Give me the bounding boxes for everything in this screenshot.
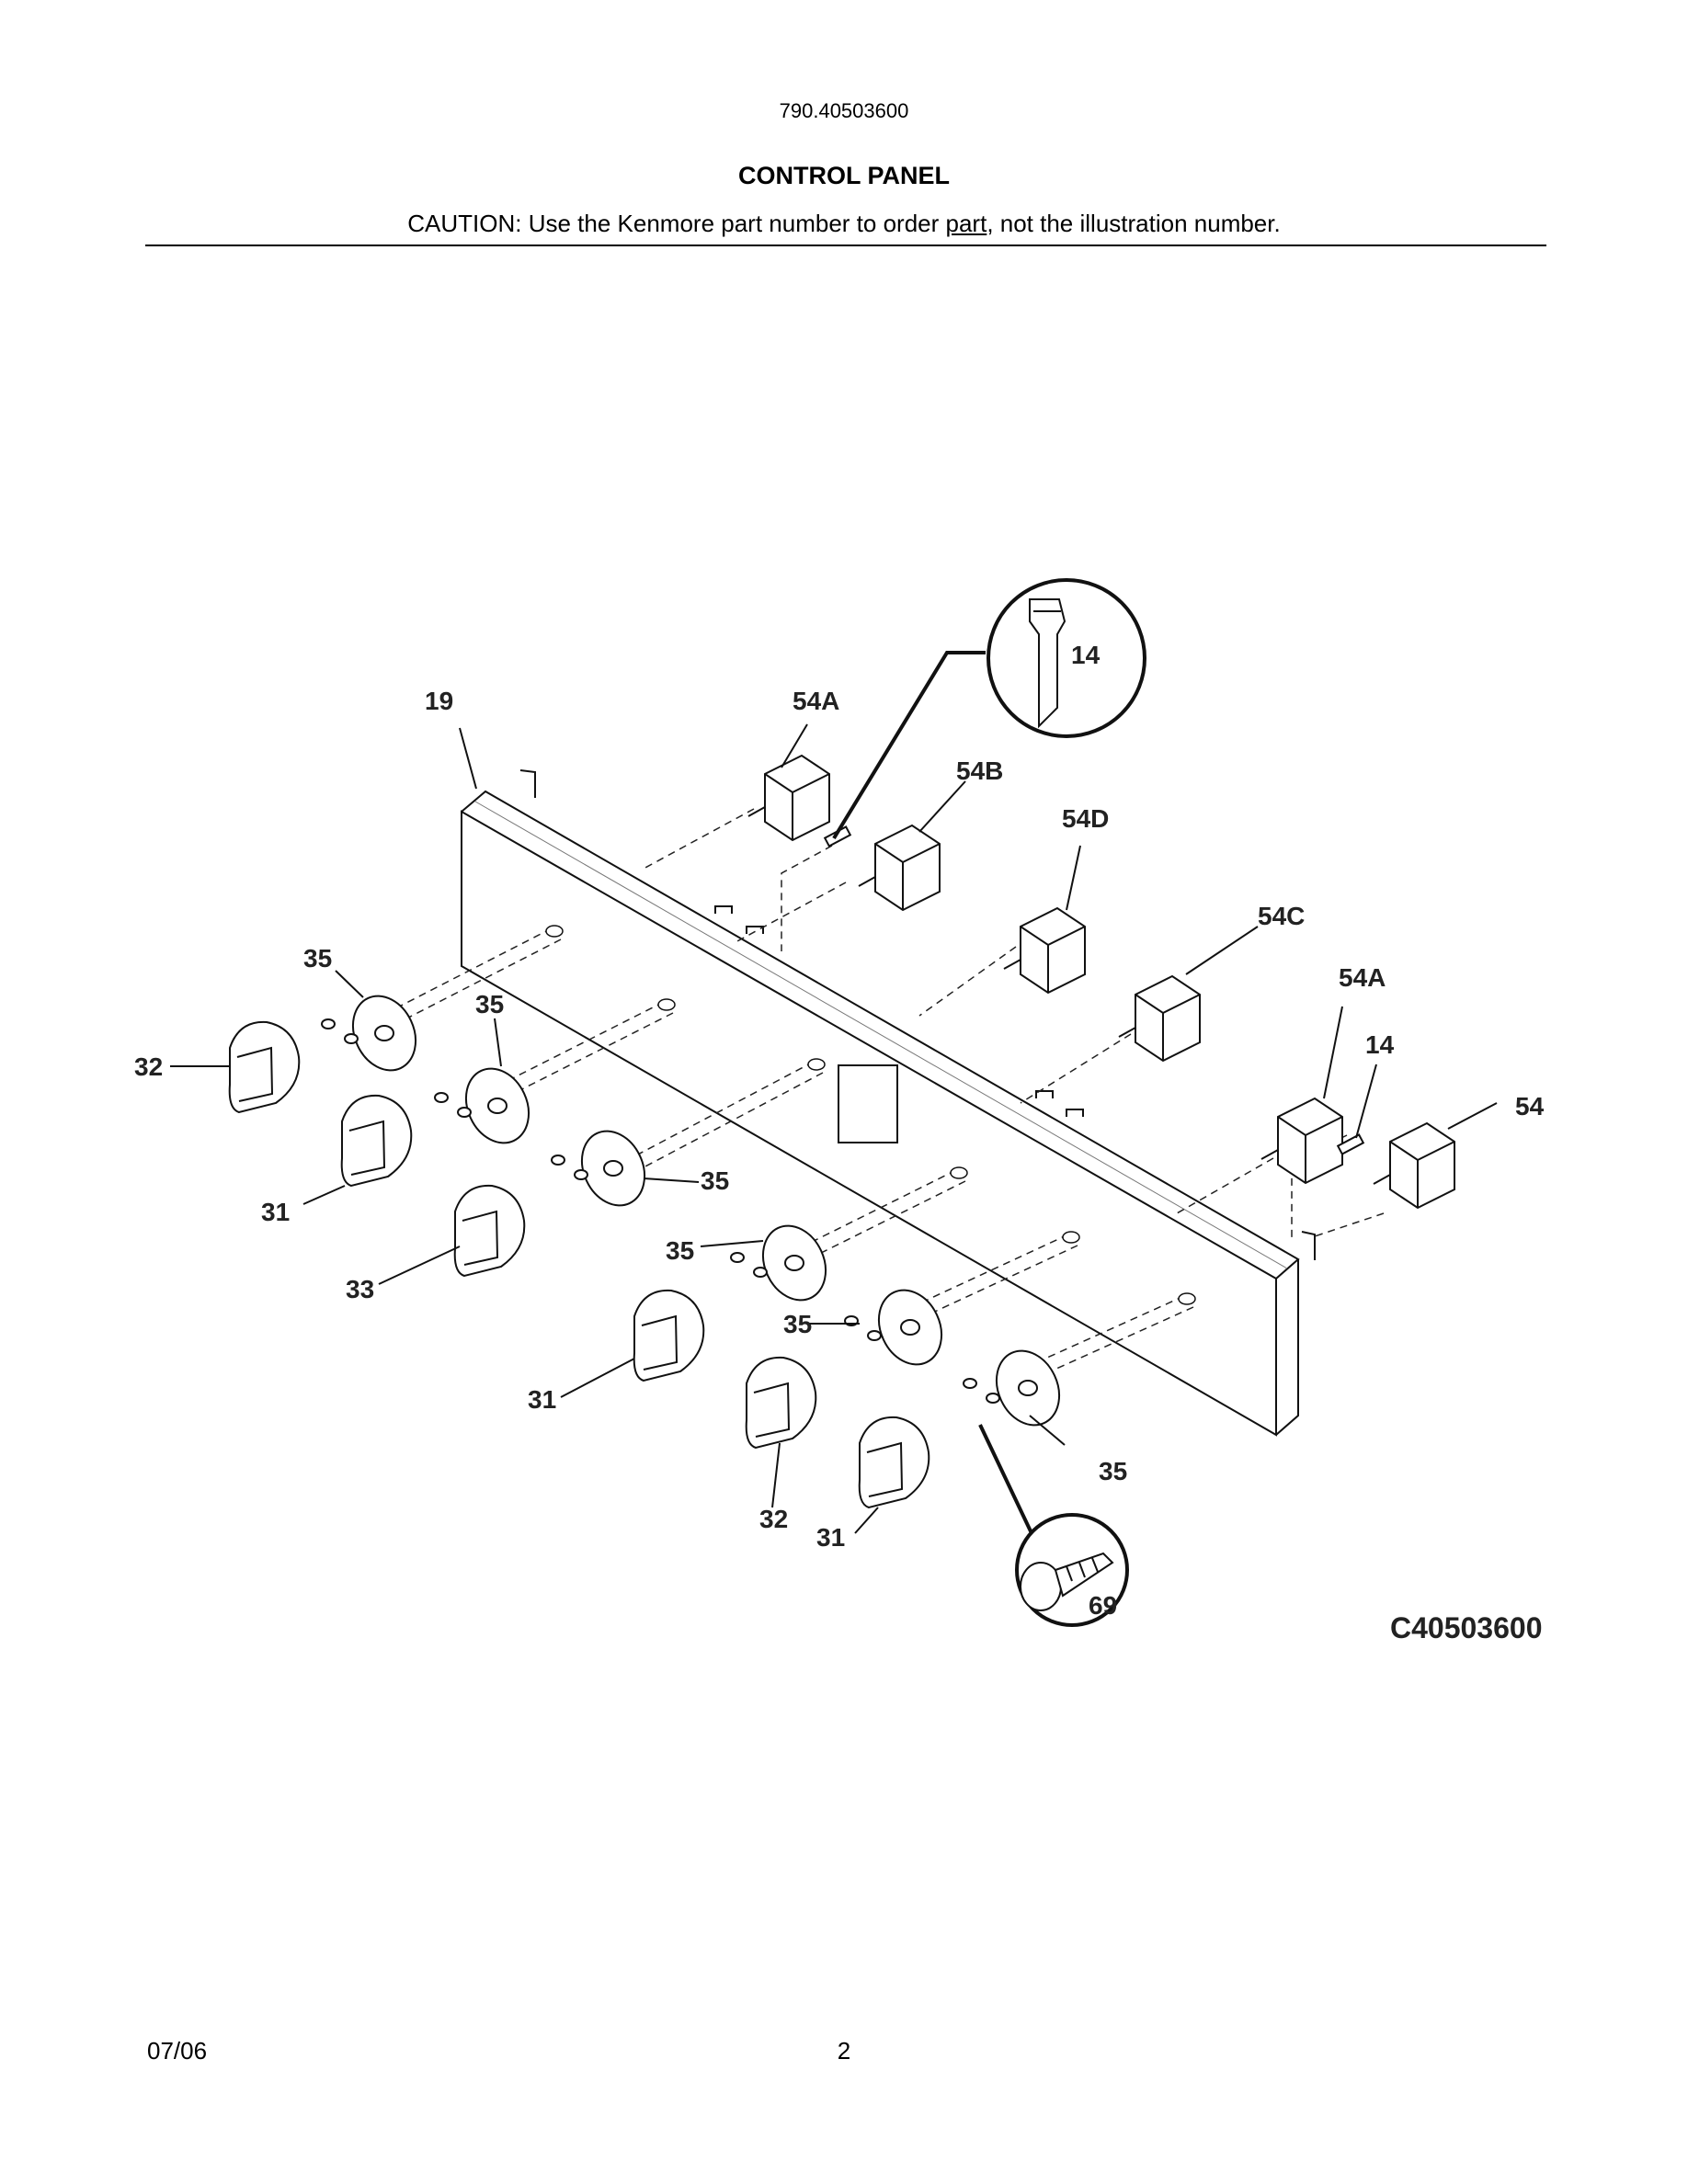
knob-33 — [453, 1184, 526, 1278]
callout-labels: 14 19 54A 54B 54D 54C 54A 14 54 35 35 32… — [134, 641, 1545, 1620]
knob-31-middle — [633, 1289, 705, 1382]
detail-circle-screw — [978, 1424, 1129, 1627]
knob-31-left — [340, 1094, 413, 1188]
callout-label: 35 — [475, 990, 504, 1018]
detail-circle-terminal — [832, 578, 1146, 840]
knob-32-left — [228, 1020, 301, 1114]
callout-label: 35 — [1099, 1457, 1127, 1485]
callout-label: 69 — [1089, 1591, 1117, 1620]
callout-label: 54C — [1258, 902, 1305, 930]
panel-mounting-holes — [545, 925, 1196, 1305]
callout-label: 31 — [261, 1198, 290, 1226]
callout-label: 35 — [783, 1310, 812, 1338]
infinite-switch-54a-right — [1260, 1097, 1343, 1185]
footer-date: 07/06 — [147, 2037, 208, 2065]
callout-label: 31 — [528, 1385, 556, 1414]
infinite-switch-54c — [1118, 974, 1201, 1063]
callout-label: 54A — [1339, 963, 1386, 992]
callout-label: 35 — [701, 1166, 729, 1195]
callout-leader-lines — [170, 723, 1498, 1534]
infinite-switch-54b — [858, 824, 941, 912]
terminal-14-right — [1336, 1133, 1365, 1155]
infinite-switch-54a-top — [747, 754, 830, 842]
header-rule — [145, 245, 1546, 246]
caution-note: CAUTION: Use the Kenmore part number to … — [0, 210, 1688, 238]
callout-label: 14 — [1071, 641, 1101, 669]
callout-label: 54 — [1515, 1092, 1545, 1120]
infinite-switch-54d — [1003, 906, 1086, 995]
section-title: CONTROL PANEL — [737, 162, 950, 189]
assembly-guide-lines — [371, 808, 1385, 1382]
page-number: 2 — [837, 2037, 851, 2065]
panel-label-plate — [838, 1064, 898, 1143]
callout-label: 35 — [666, 1236, 694, 1265]
caution-underlined-word: part — [945, 210, 987, 237]
callout-label: 19 — [425, 687, 453, 715]
knob-31-right — [858, 1416, 930, 1509]
caution-prefix: CAUTION: Use the Kenmore part number to … — [407, 210, 946, 237]
caution-suffix: , not the illustration number. — [987, 210, 1281, 237]
model-number: 790.40503600 — [779, 99, 909, 122]
callout-label: 54A — [793, 687, 839, 715]
callout-label: 31 — [816, 1523, 845, 1552]
callout-label: 33 — [346, 1275, 374, 1303]
knob-bezels — [351, 995, 1061, 1427]
callout-label: 14 — [1365, 1030, 1395, 1059]
callout-label: 32 — [134, 1052, 163, 1081]
callout-label: 54D — [1062, 804, 1109, 833]
callout-label: 54B — [956, 756, 1003, 785]
infinite-switch-54 — [1373, 1121, 1455, 1210]
callout-label: 35 — [303, 944, 332, 973]
callout-label: 32 — [759, 1505, 788, 1533]
figure-id: C40503600 — [1390, 1611, 1542, 1644]
knob-32-right — [745, 1356, 817, 1450]
